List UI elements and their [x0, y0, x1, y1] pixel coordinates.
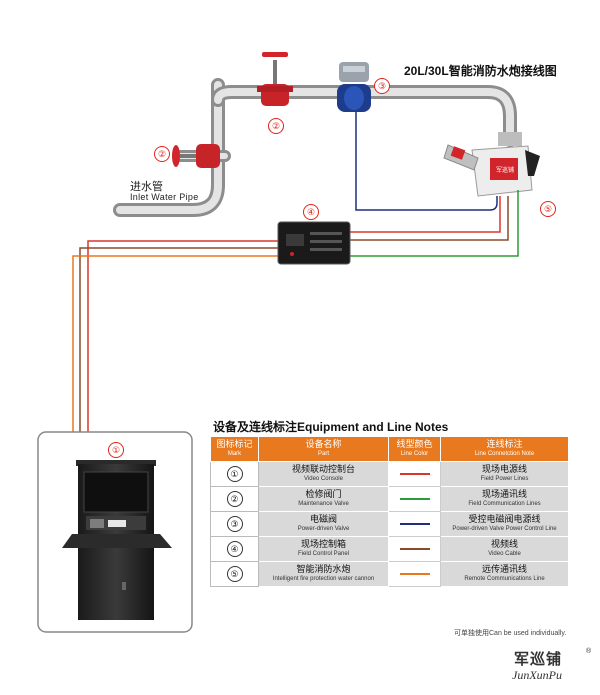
- row-mark: ②: [226, 491, 243, 507]
- row-part-zh: 电磁阀: [309, 514, 337, 524]
- console-frame: [37, 431, 193, 633]
- row-part-zh: 视频联动控制台: [291, 464, 355, 474]
- row-part-en: Maintenance Valve: [298, 501, 349, 507]
- row-line-zh: 现场电源线: [481, 464, 527, 474]
- cannon-brand-label: 军巡铺: [496, 166, 514, 174]
- callout-power-valve: ③: [374, 78, 390, 94]
- row-line-en: Field Communication Lines: [468, 501, 541, 507]
- table-row: ② 检修阀门 Maintenance Valve 现场通讯线 Field Commu…: [210, 486, 569, 512]
- row-line-en: Video Cable: [488, 551, 521, 557]
- line-color-swatch: [399, 472, 430, 475]
- brand-logo-zh: 军巡铺: [514, 651, 563, 668]
- inlet-label-en: Inlet Water Pipe: [130, 192, 199, 202]
- video-console: [62, 460, 172, 620]
- row-line-zh: 视频线: [490, 539, 518, 549]
- line-color-swatch: [399, 522, 430, 525]
- row-line-en: Remote Communications Line: [464, 576, 545, 582]
- maintenance-valve-top: [257, 52, 293, 106]
- maintenance-valve-left: [172, 144, 220, 168]
- line-color-swatch: [399, 572, 430, 575]
- row-line-en: Field Power Lines: [480, 476, 529, 482]
- table-title: 设备及连线标注Equipment and Line Notes: [213, 420, 449, 434]
- row-line-zh: 现场通讯线: [481, 489, 527, 499]
- callout-maintenance-valve-left: ②: [154, 146, 170, 162]
- table-row: ③ 电磁阀 Power-driven Valve 受控电磁阀电源线 Power-dr…: [210, 511, 569, 537]
- row-mark: ④: [226, 541, 243, 557]
- wires: [72, 112, 519, 432]
- inlet-label-zh: 进水管: [130, 181, 163, 193]
- callout-control-panel: ④: [303, 204, 319, 220]
- row-part-zh: 检修阀门: [305, 489, 342, 499]
- diagram-title: 20L/30L智能消防水炮接线图: [404, 64, 557, 78]
- line-color-swatch: [399, 497, 430, 500]
- row-mark: ①: [226, 466, 243, 482]
- callout-maintenance-valve-top: ②: [268, 118, 284, 134]
- field-control-panel: [277, 221, 351, 265]
- row-part-zh: 现场控制箱: [300, 539, 346, 549]
- callout-water-cannon: ⑤: [540, 201, 556, 217]
- table-row: ④ 现场控制箱 Field Control Panel 视频线 Video Cabl…: [210, 536, 569, 562]
- row-part-zh: 智能消防水炮: [296, 564, 351, 574]
- row-line-zh: 远传通讯线: [481, 564, 527, 574]
- power-driven-valve: [337, 62, 371, 112]
- row-part-en: Field Control Panel: [297, 551, 350, 557]
- line-color-swatch: [399, 547, 430, 550]
- row-line-en: Power-driven Valve Power Control Line: [452, 526, 557, 532]
- row-mark: ③: [226, 516, 243, 532]
- table-row: ① 视频联动控制台 Video Console 现场电源线 Field Power …: [210, 461, 569, 487]
- row-part-en: Video Console: [304, 476, 343, 482]
- row-line-zh: 受控电磁阀电源线: [468, 514, 541, 524]
- brand-logo-en: JunXunPu: [512, 668, 562, 682]
- row-part-en: Power-driven Valve: [297, 526, 350, 532]
- brand-registered-mark: ®: [586, 648, 592, 655]
- callout-video-console: ①: [108, 442, 124, 458]
- row-part-en: Intelligent fire protection water cannon: [272, 576, 375, 582]
- table-row: ⑤ 智能消防水炮 Intelligent fire protection wate…: [210, 561, 569, 587]
- row-mark: ⑤: [226, 566, 243, 582]
- footnote: 可单独使用Can be used individually.: [454, 630, 567, 637]
- water-cannon: [443, 132, 540, 197]
